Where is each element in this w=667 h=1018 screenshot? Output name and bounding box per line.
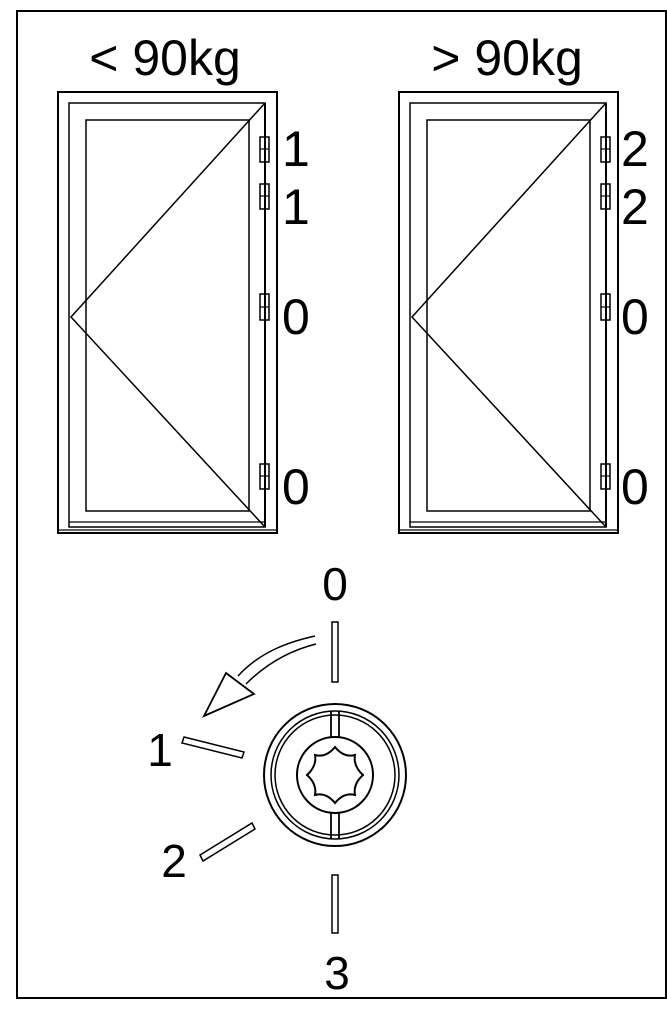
dial-knob <box>263 703 407 847</box>
door-light-hinge-2-setting: 1 <box>282 179 310 235</box>
dial-label-3: 3 <box>324 947 350 999</box>
door-heavy-hinge-4 <box>600 463 611 490</box>
door-heavy-hinge-2 <box>600 183 611 210</box>
dial-mark-0 <box>331 621 339 683</box>
door-light-hinge-3 <box>259 293 270 321</box>
door-heavy-hinge-3-setting: 0 <box>621 289 649 345</box>
dial-mark-3 <box>331 874 339 934</box>
dial-mark-1 <box>181 736 245 759</box>
rotation-arrow-icon <box>202 635 317 718</box>
door-heavy-hinge-1-setting: 2 <box>621 121 649 177</box>
door-light-hinge-1-setting: 1 <box>282 121 310 177</box>
door-light-hinge-4 <box>259 463 270 490</box>
dial-label-0: 0 <box>322 558 348 610</box>
door-light-weight-label: < 90kg <box>89 30 241 86</box>
door-light-hinge-3-setting: 0 <box>282 289 310 345</box>
door-light-drawing <box>57 91 278 534</box>
dial-mark-2 <box>199 821 256 863</box>
door-heavy-hinge-3 <box>600 293 611 321</box>
dial-label-1: 1 <box>147 724 173 776</box>
diagram-border <box>16 10 667 999</box>
door-light-hinge-1 <box>259 136 270 163</box>
door-light-hinge-4-setting: 0 <box>282 459 310 515</box>
door-heavy-hinge-2-setting: 2 <box>621 179 649 235</box>
door-light: < 90kg 1 1 0 <box>57 30 310 534</box>
door-heavy-hinge-4-setting: 0 <box>621 459 649 515</box>
door-heavy-weight-label: > 90kg <box>431 30 583 86</box>
door-heavy: > 90kg 2 2 0 0 <box>398 30 649 534</box>
door-light-hinge-2 <box>259 183 270 210</box>
torx-socket-icon <box>305 745 365 805</box>
door-heavy-hinge-1 <box>600 136 611 163</box>
door-heavy-drawing <box>398 91 619 534</box>
adjustment-dial: 0 1 2 3 <box>147 558 407 999</box>
dial-label-2: 2 <box>161 835 187 887</box>
